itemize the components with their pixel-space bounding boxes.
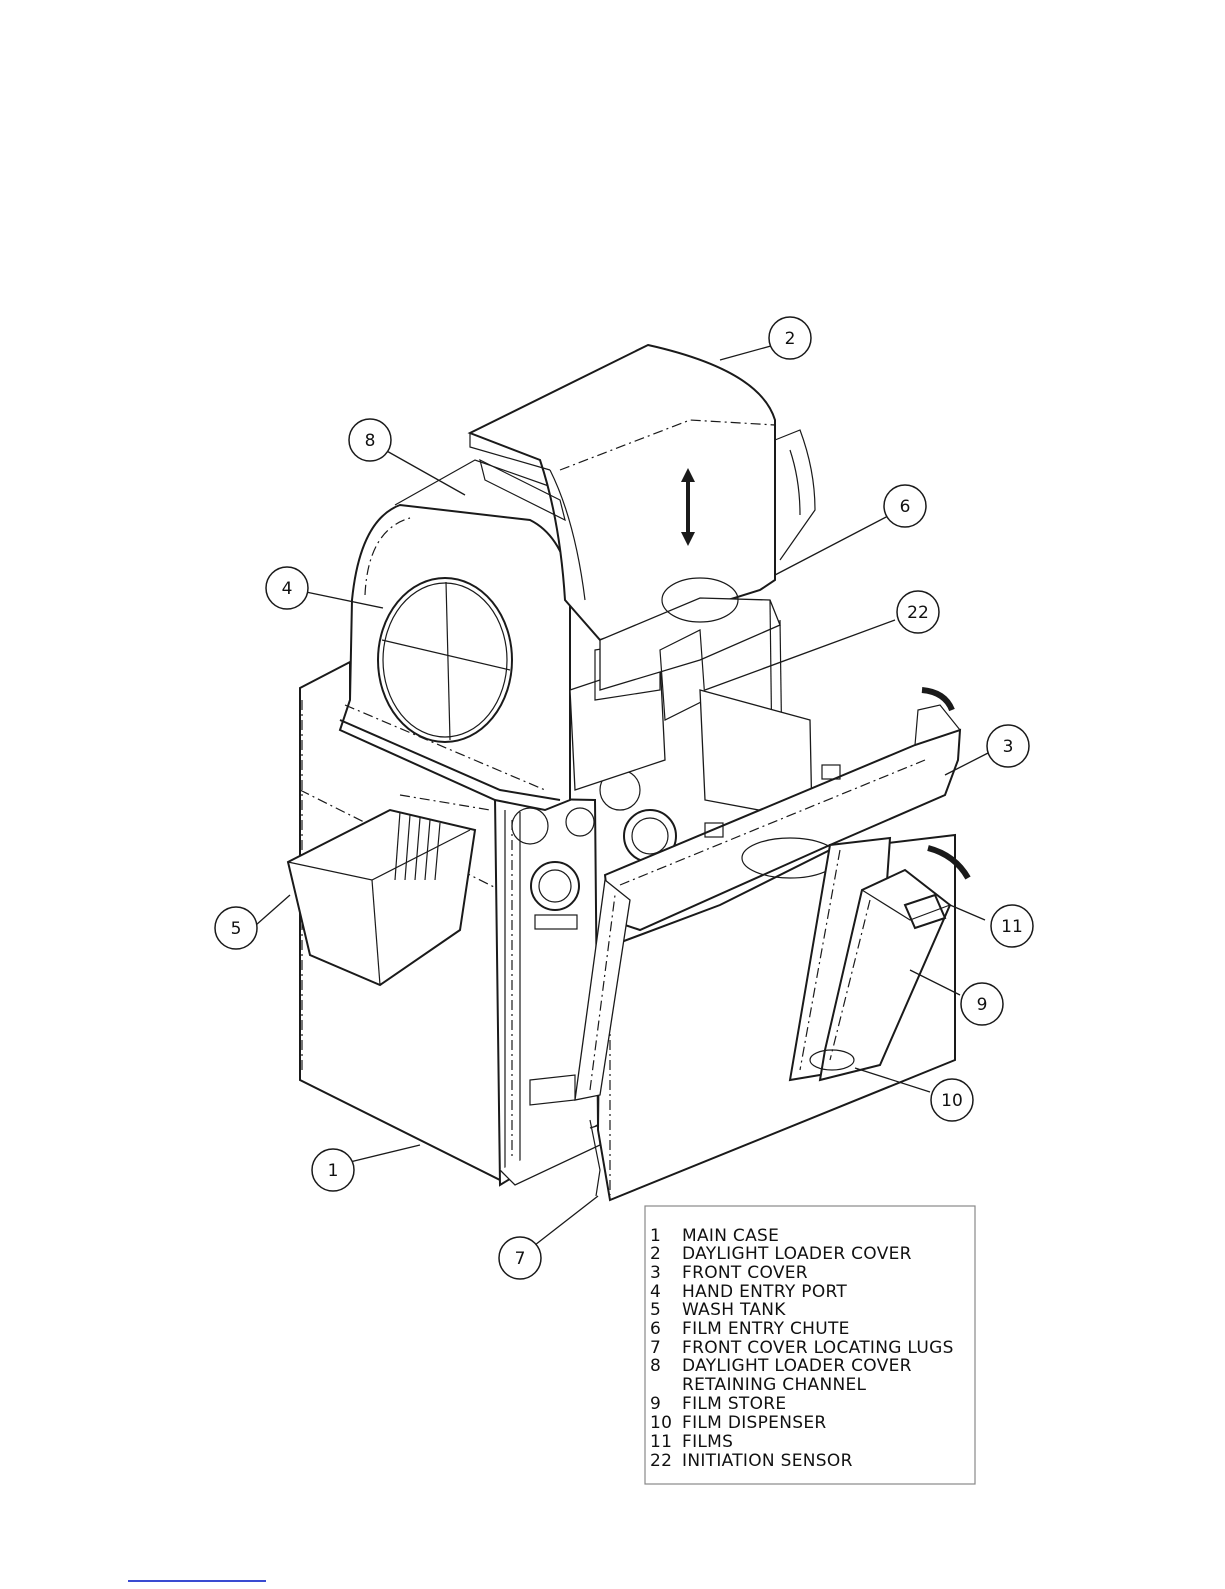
svg-text:FRONT COVER: FRONT COVER bbox=[682, 1263, 808, 1283]
legend-item: RETAINING CHANNEL bbox=[682, 1375, 867, 1395]
svg-text:FRONT COVER LOCATING LUGS: FRONT COVER LOCATING LUGS bbox=[682, 1338, 954, 1358]
svg-text:4: 4 bbox=[650, 1282, 661, 1302]
callout-label: 10 bbox=[941, 1091, 963, 1111]
svg-text:22: 22 bbox=[650, 1451, 672, 1471]
svg-text:WASH TANK: WASH TANK bbox=[682, 1300, 786, 1320]
svg-text:1: 1 bbox=[650, 1226, 661, 1246]
callout-label: 9 bbox=[977, 995, 988, 1015]
callout-2: 2 bbox=[769, 317, 811, 359]
svg-text:HAND ENTRY PORT: HAND ENTRY PORT bbox=[682, 1282, 847, 1302]
callout-label: 6 bbox=[900, 497, 911, 517]
callout-label: 7 bbox=[515, 1249, 526, 1269]
svg-text:5: 5 bbox=[650, 1300, 661, 1320]
svg-text:FILMS: FILMS bbox=[682, 1432, 733, 1452]
callout-label: 3 bbox=[1003, 737, 1014, 757]
callout-11: 11 bbox=[991, 905, 1033, 947]
callout-6: 6 bbox=[884, 485, 926, 527]
svg-text:DAYLIGHT LOADER COVER: DAYLIGHT LOADER COVER bbox=[682, 1244, 912, 1264]
svg-text:FILM ENTRY CHUTE: FILM ENTRY CHUTE bbox=[682, 1319, 850, 1339]
svg-text:10: 10 bbox=[650, 1413, 672, 1433]
callout-3: 3 bbox=[987, 725, 1029, 767]
svg-text:3: 3 bbox=[650, 1263, 661, 1283]
svg-text:DAYLIGHT LOADER COVER: DAYLIGHT LOADER COVER bbox=[682, 1356, 912, 1376]
callout-label: 2 bbox=[785, 329, 796, 349]
svg-text:6: 6 bbox=[650, 1319, 661, 1339]
svg-text:11: 11 bbox=[650, 1432, 672, 1452]
legend-item: 7 FRONT COVER LOCATING LUGS bbox=[650, 1338, 954, 1358]
legend-item: 11 FILMS bbox=[650, 1432, 733, 1452]
legend-item: 8 DAYLIGHT LOADER COVER bbox=[650, 1356, 912, 1376]
legend-item: 2 DAYLIGHT LOADER COVER bbox=[650, 1244, 912, 1264]
svg-text:2: 2 bbox=[650, 1244, 661, 1264]
svg-text:7: 7 bbox=[650, 1338, 661, 1358]
callout-7: 7 bbox=[499, 1237, 541, 1279]
svg-text:8: 8 bbox=[650, 1356, 661, 1376]
callout-9: 9 bbox=[961, 983, 1003, 1025]
svg-text:INITIATION SENSOR: INITIATION SENSOR bbox=[682, 1451, 853, 1471]
callout-label: 11 bbox=[1001, 917, 1023, 937]
svg-text:FILM DISPENSER: FILM DISPENSER bbox=[682, 1413, 826, 1433]
legend: 1 MAIN CASE 2 DAYLIGHT LOADER COVER 3 FR… bbox=[645, 1206, 975, 1484]
callout-label: 5 bbox=[231, 919, 242, 939]
callout-label: 4 bbox=[282, 579, 293, 599]
callout-4: 4 bbox=[266, 567, 308, 609]
svg-text:FILM STORE: FILM STORE bbox=[682, 1394, 786, 1414]
callout-5: 5 bbox=[215, 907, 257, 949]
svg-text:RETAINING CHANNEL: RETAINING CHANNEL bbox=[682, 1375, 867, 1395]
svg-text:9: 9 bbox=[650, 1394, 661, 1414]
callout-1: 1 bbox=[312, 1149, 354, 1191]
callout-label: 1 bbox=[328, 1161, 339, 1181]
callout-label: 22 bbox=[907, 603, 929, 623]
svg-text:MAIN CASE: MAIN CASE bbox=[682, 1226, 779, 1246]
callout-8: 8 bbox=[349, 419, 391, 461]
callout-label: 8 bbox=[365, 431, 376, 451]
callout-10: 10 bbox=[931, 1079, 973, 1121]
callout-22: 22 bbox=[897, 591, 939, 633]
